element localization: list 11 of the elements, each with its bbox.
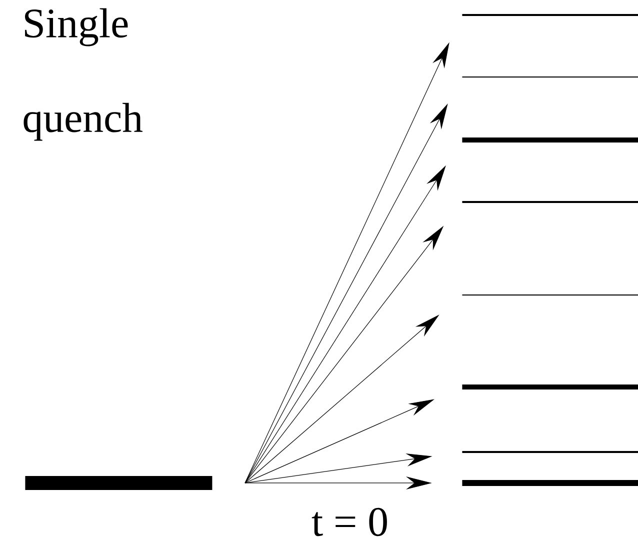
ground-state-bar	[25, 476, 212, 490]
level-line	[462, 480, 638, 486]
title-text: Single quench	[24, 8, 142, 141]
level-line	[462, 76, 638, 78]
level-line	[462, 137, 638, 142]
time-label: t = 0	[312, 508, 387, 536]
level-line	[462, 384, 638, 390]
level-line	[462, 200, 638, 203]
level-line	[462, 294, 638, 296]
level-line	[462, 450, 638, 453]
level-line	[462, 14, 638, 16]
